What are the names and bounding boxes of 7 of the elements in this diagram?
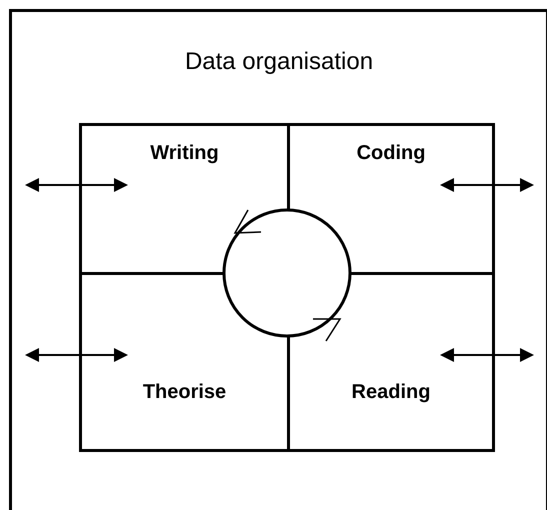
frame-title: Data organisation: [184, 48, 374, 76]
quadrant-label: Reading: [350, 381, 432, 404]
quadrant-box: [287, 272, 495, 452]
quadrant-label: Coding: [356, 142, 426, 165]
quadrant-label: Writing: [149, 142, 220, 165]
outer-frame: [9, 9, 547, 510]
quadrant-label: Theorise: [142, 381, 228, 404]
